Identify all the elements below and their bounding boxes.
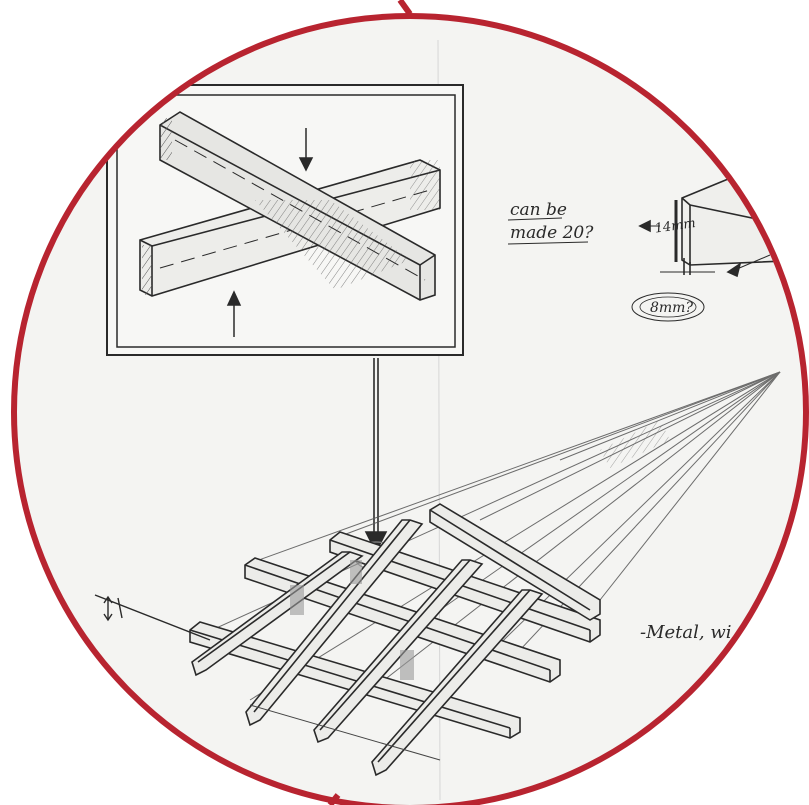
- note-question: can be made 20?: [507, 200, 594, 245]
- width-dimension-label: 8mm?: [650, 300, 693, 316]
- cross-batten-3: [371, 589, 544, 777]
- batten-d: [429, 503, 601, 621]
- frame-tab-bottom: [327, 793, 341, 805]
- frame-ring: [11, 13, 809, 805]
- cross-batten-4: [191, 551, 364, 677]
- batten-grid: [189, 503, 601, 777]
- ground-line: [249, 704, 441, 761]
- inset-detail-box: [106, 84, 464, 356]
- height-dimension-label: 14mm: [654, 216, 697, 237]
- inset-upper-bar: [142, 111, 436, 301]
- note-line-2: made 20?: [510, 223, 594, 243]
- material-note: -Metal, wi: [640, 622, 732, 643]
- cross-batten-2: [313, 559, 484, 744]
- inset-up-arrow: [226, 290, 242, 337]
- inset-down-arrow: [298, 128, 314, 172]
- cross-batten-1: [245, 519, 424, 727]
- width-dimension-note: 8mm?: [631, 292, 705, 322]
- frame-tab-top: [397, 0, 413, 16]
- note-line-1: can be: [510, 200, 567, 220]
- height-dimension-marker: [94, 594, 211, 641]
